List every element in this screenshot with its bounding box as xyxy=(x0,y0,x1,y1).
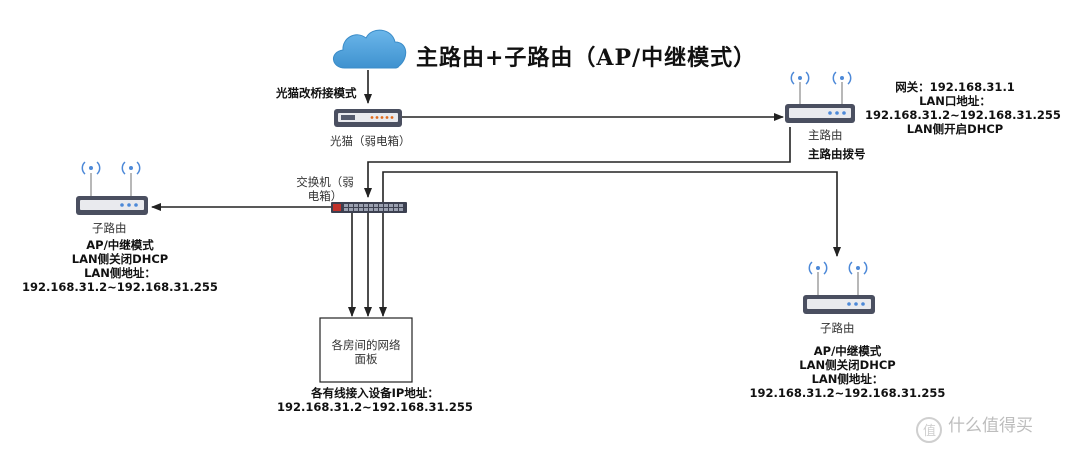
main-router-device xyxy=(785,71,855,123)
right-subrouter-info: AP/中继模式 LAN侧关闭DHCP LAN侧地址： 192.168.31.2~… xyxy=(745,344,950,400)
main-router-name: 主路由 xyxy=(808,128,843,142)
main-router-info-line: LAN口地址： xyxy=(919,94,991,108)
watermark-text: 什么值得买 xyxy=(948,416,1033,436)
network-panel-name-line: 各房间的网络 xyxy=(331,338,401,352)
switch-name: 交换机（弱 电箱） xyxy=(290,175,360,203)
left-subrouter-info: AP/中继模式 LAN侧关闭DHCP LAN侧地址： 192.168.31.2~… xyxy=(20,238,220,294)
antenna-icon xyxy=(81,161,141,196)
network-panel-caption-line: 192.168.31.2~192.168.31.255 xyxy=(277,400,473,414)
right-subrouter-info-line: AP/中继模式 xyxy=(813,344,882,358)
connection-lines xyxy=(151,70,841,317)
left-subrouter-info-line: AP/中继模式 xyxy=(86,238,154,252)
switch-name-line: 电箱） xyxy=(307,189,343,203)
diagram-title: 主路由+子路由（AP/中继模式） xyxy=(416,45,757,71)
switch-device xyxy=(331,202,407,213)
network-panel-box xyxy=(319,317,413,383)
left-subrouter-name: 子路由 xyxy=(92,221,127,235)
network-panel-caption: 各有线接入设备IP地址： 192.168.31.2~192.168.31.255 xyxy=(270,386,480,414)
left-subrouter-info-line: LAN侧地址： xyxy=(84,266,156,280)
switch-name-line: 交换机（弱 xyxy=(296,175,354,189)
antenna-icon xyxy=(790,71,852,104)
main-router-role: 主路由拨号 xyxy=(808,147,866,161)
modem-name: 光猫（弱电箱） xyxy=(330,134,411,148)
left-subrouter-info-line: 192.168.31.2~192.168.31.255 xyxy=(22,280,218,294)
network-panel-caption-line: 各有线接入设备IP地址： xyxy=(311,386,439,400)
modem-mode-label: 光猫改桥接模式 xyxy=(276,86,357,100)
main-router-info-line: 192.168.31.2~192.168.31.255 xyxy=(865,108,1061,122)
link-switch-to-right-subrouter xyxy=(382,171,841,257)
left-subrouter-info-line: LAN侧关闭DHCP xyxy=(71,252,169,266)
right-subrouter-info-line: LAN侧地址： xyxy=(811,372,884,386)
right-subrouter-device xyxy=(803,261,875,314)
watermark-logo-icon: 值 xyxy=(916,417,942,443)
svg-text:值: 值 xyxy=(923,423,936,439)
right-subrouter-info-line: LAN侧关闭DHCP xyxy=(799,358,896,372)
network-panel-name-line: 面板 xyxy=(354,352,378,366)
internet-cloud-icon xyxy=(333,29,407,69)
modem-device xyxy=(334,109,402,127)
antenna-icon xyxy=(808,261,868,295)
main-router-info-line: 网关：192.168.31.1 xyxy=(895,80,1015,94)
left-subrouter-device xyxy=(76,161,148,215)
network-panel-name: 各房间的网络 面板 xyxy=(322,338,410,366)
main-router-info-line: LAN侧开启DHCP xyxy=(906,122,1004,136)
right-subrouter-info-line: 192.168.31.2~192.168.31.255 xyxy=(749,386,946,400)
main-router-info: 网关：192.168.31.1 LAN口地址： 192.168.31.2~192… xyxy=(865,80,1061,136)
right-subrouter-name: 子路由 xyxy=(820,321,855,335)
link-main-router-to-switch xyxy=(364,127,791,198)
